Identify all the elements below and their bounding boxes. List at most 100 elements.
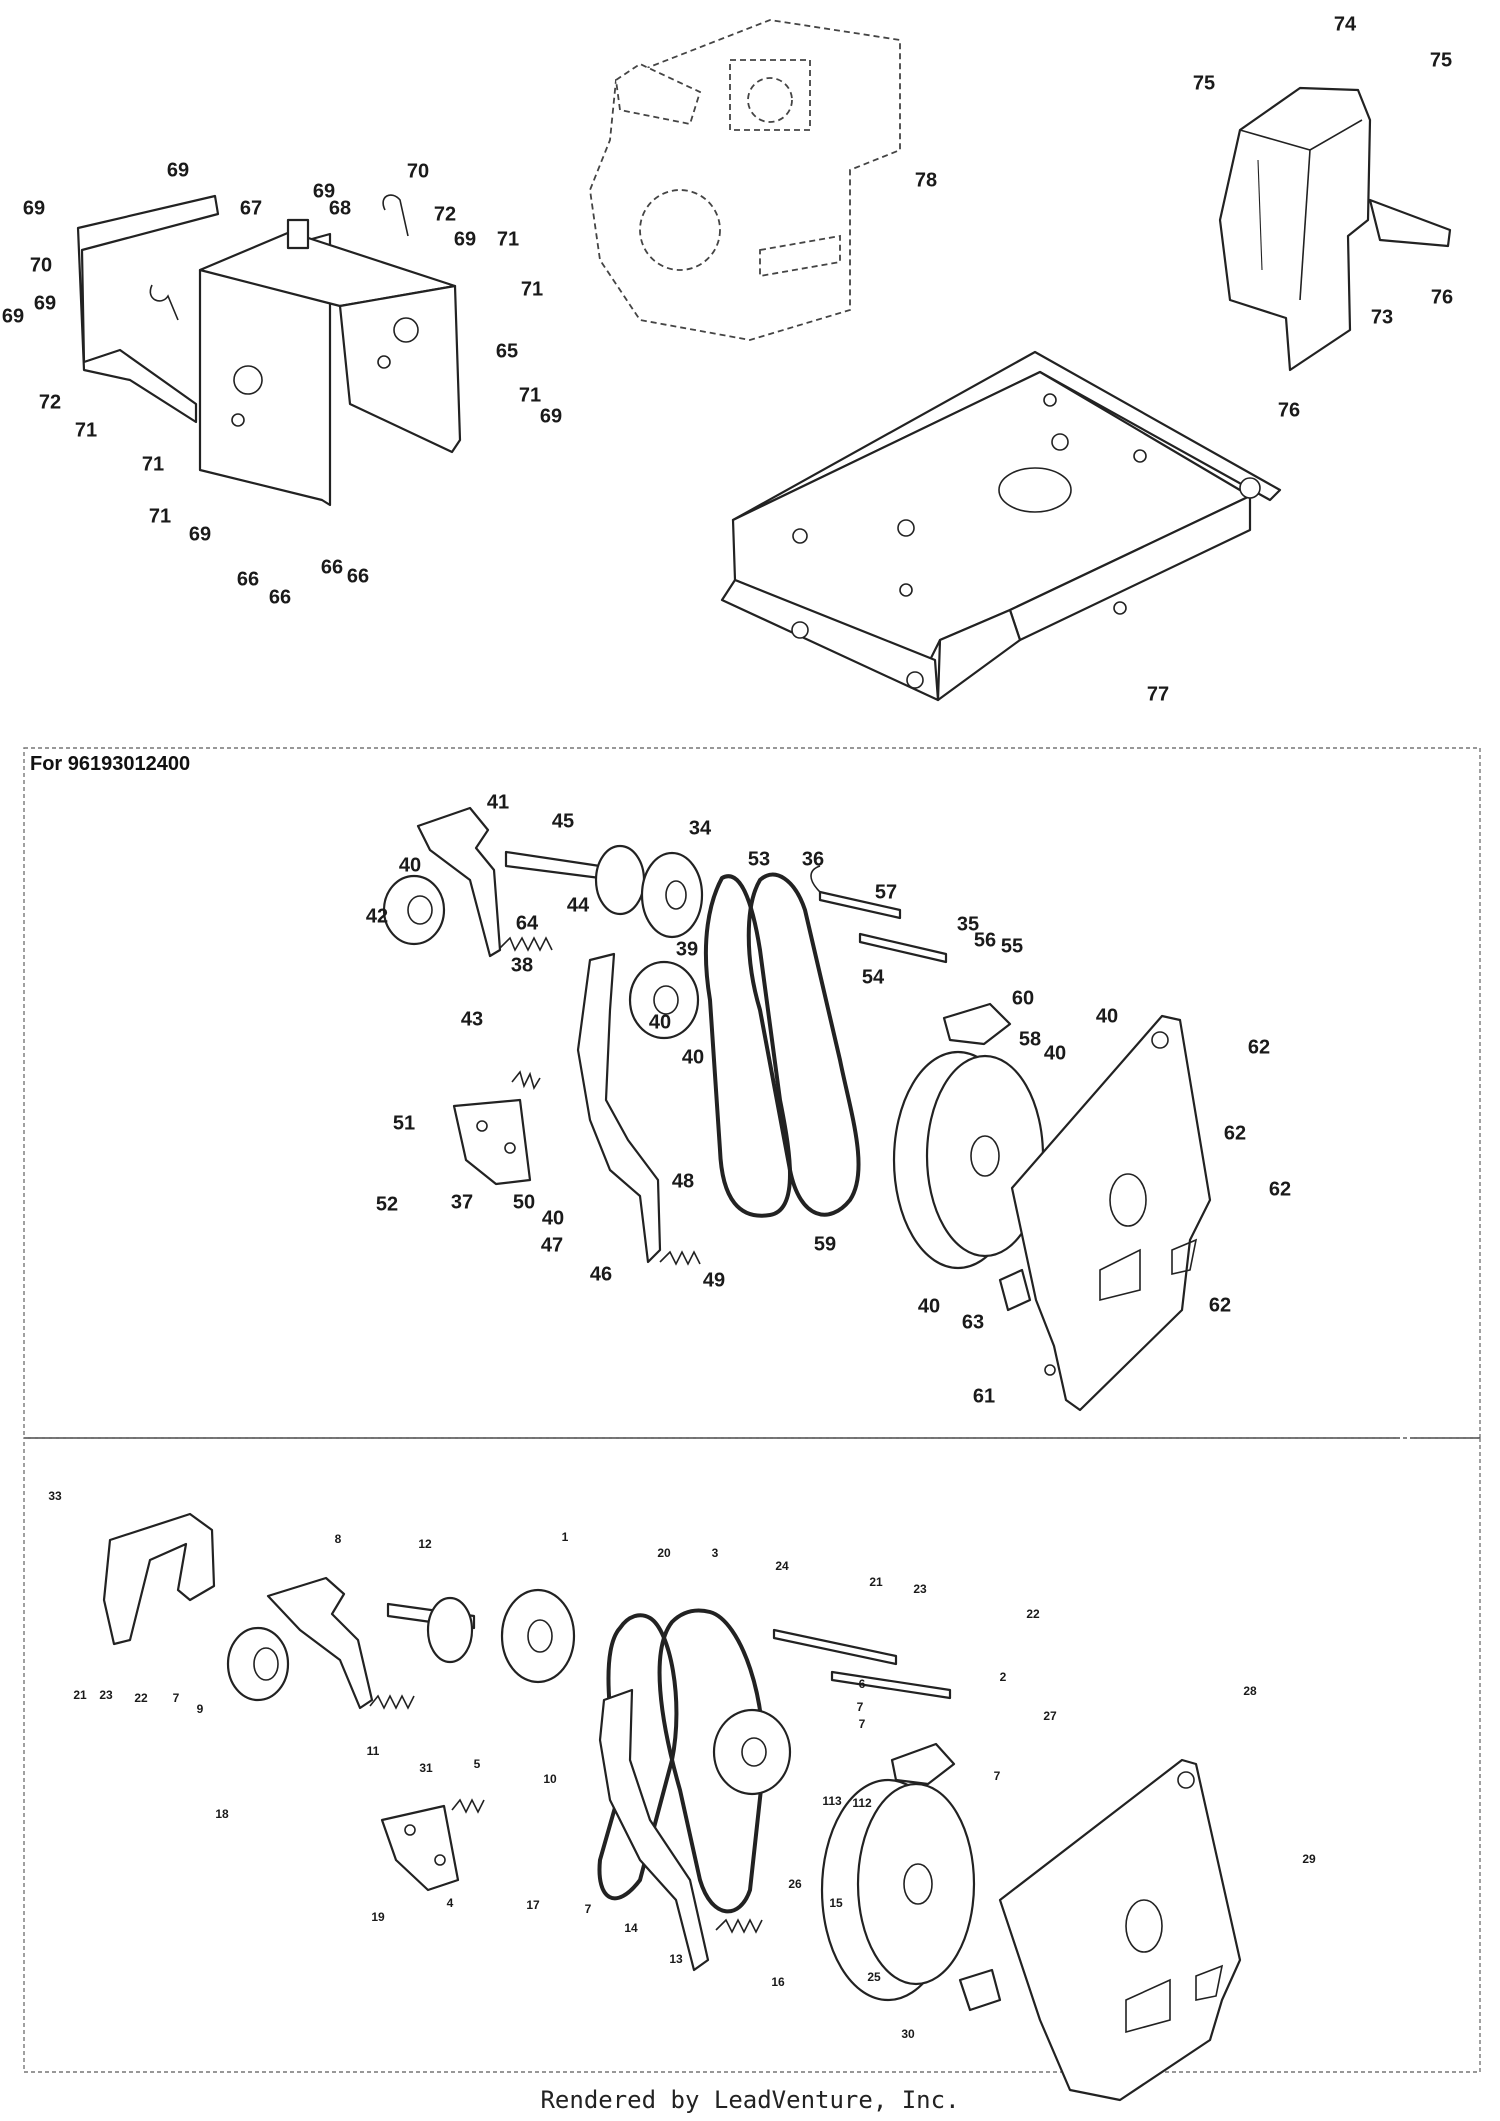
callout-label: 11 (367, 1744, 380, 1758)
callout-label: 29 (1302, 1852, 1316, 1866)
callout-label: 68 (329, 197, 351, 219)
pulley-34-inner (594, 844, 646, 916)
plate-hole (393, 317, 419, 343)
spring-10 (451, 1798, 485, 1814)
plate-slot (1171, 1238, 1198, 1275)
callout-label: 50 (513, 1191, 535, 1213)
callout-label: 40 (649, 1011, 671, 1033)
callout-label: 70 (407, 160, 429, 182)
plate-hole (1043, 393, 1057, 407)
callout-label: 75 (1430, 49, 1452, 71)
pulley-hub (903, 1863, 933, 1905)
rod-24 (772, 1628, 898, 1666)
callout-label: 43 (461, 1008, 483, 1030)
bracket-hole (504, 1142, 516, 1154)
callout-label: 6 (859, 1677, 866, 1691)
bracket-4 (380, 1804, 460, 1892)
cover-73 (1218, 86, 1452, 372)
callout-label: 54 (862, 966, 885, 988)
belt-3 (657, 1608, 766, 1914)
callout-label: 27 (1043, 1709, 1057, 1723)
callout-label: 48 (672, 1170, 694, 1192)
callout-label: 60 (1012, 987, 1034, 1009)
hairpin-70 (149, 284, 179, 321)
callout-label: 78 (915, 169, 937, 191)
callout-label: 10 (543, 1772, 557, 1786)
spring-16 (715, 1918, 763, 1934)
upper-assembly (76, 19, 1452, 702)
callout-label: 113 (822, 1794, 842, 1808)
idler-arm-41 (416, 806, 502, 958)
callout-label: 23 (99, 1688, 113, 1702)
callout-label: 70 (30, 254, 52, 276)
callout-label: 24 (775, 1559, 789, 1573)
callout-label: 66 (269, 586, 291, 608)
callout-label: 62 (1269, 1178, 1291, 1200)
callout-label: 21 (73, 1688, 87, 1702)
callout-label: 72 (39, 391, 61, 413)
callout-label: 13 (669, 1952, 683, 1966)
callout-label: 49 (703, 1269, 725, 1291)
callout-label: 51 (393, 1112, 415, 1134)
spring-49 (659, 1250, 701, 1266)
callout-label: 9 (197, 1702, 204, 1716)
plate-hole (1125, 1899, 1163, 1953)
callout-label: 36 (802, 848, 824, 870)
rod-57-hook (810, 865, 821, 893)
plate-hole (1051, 433, 1069, 451)
callout-label: 40 (1044, 1042, 1066, 1064)
callout-label: 14 (624, 1921, 638, 1935)
callout-label: 46 (590, 1263, 612, 1285)
plate-hole (906, 671, 924, 689)
callout-label: 71 (519, 384, 541, 406)
section-box-lower (23, 1437, 1481, 2073)
callout-label: 75 (1193, 72, 1215, 94)
plate-hole (231, 413, 245, 427)
callout-label: 69 (2, 305, 24, 327)
pulley-1-inner (426, 1596, 474, 1664)
callout-label: 69 (540, 405, 562, 427)
callout-label: 4 (447, 1896, 454, 1910)
plate-embossing (1125, 1978, 1171, 2034)
hairpin-70 (382, 194, 409, 237)
callout-label: 26 (788, 1877, 802, 1891)
pulley-hub (253, 1647, 279, 1681)
plate-slot (1195, 1964, 1224, 2001)
callout-label: 20 (657, 1546, 671, 1560)
callout-label: 55 (1001, 935, 1023, 957)
plate-hole (1113, 601, 1127, 615)
callout-label: 7 (994, 1769, 1001, 1783)
bracket-68 (286, 218, 310, 250)
arm-8 (266, 1576, 374, 1710)
callout-label: 77 (1147, 683, 1169, 705)
callout-label: 44 (567, 894, 590, 916)
callout-label: 67 (240, 197, 262, 219)
bracket-hole (476, 1120, 488, 1132)
callout-label: 7 (585, 1902, 592, 1916)
callout-label: 69 (313, 180, 335, 202)
callout-label: 71 (149, 505, 171, 527)
callout-label: 7 (173, 1691, 180, 1705)
rod-57 (818, 890, 902, 920)
footer-credit: Rendered by LeadVenture, Inc. (540, 2086, 959, 2114)
callout-label: 40 (399, 854, 421, 876)
bracket-hole (434, 1854, 446, 1866)
pulley-hub (407, 895, 433, 925)
callout-label: 57 (875, 881, 897, 903)
bracket-27 (890, 1742, 956, 1786)
pulley-hub (665, 880, 687, 910)
callout-label: 35 (957, 913, 979, 935)
bracket-37 (452, 1098, 532, 1186)
plate-hole (233, 365, 263, 395)
plate-hole (377, 355, 391, 369)
callout-label: 71 (521, 278, 543, 300)
bolt-35 (858, 932, 948, 964)
callout-label: 18 (215, 1807, 229, 1821)
callout-label: 31 (419, 1761, 433, 1775)
plate-hole (1133, 449, 1147, 463)
callout-label: 7 (857, 1700, 864, 1714)
callout-label: 8 (335, 1532, 342, 1546)
callout-label: 12 (418, 1537, 432, 1551)
